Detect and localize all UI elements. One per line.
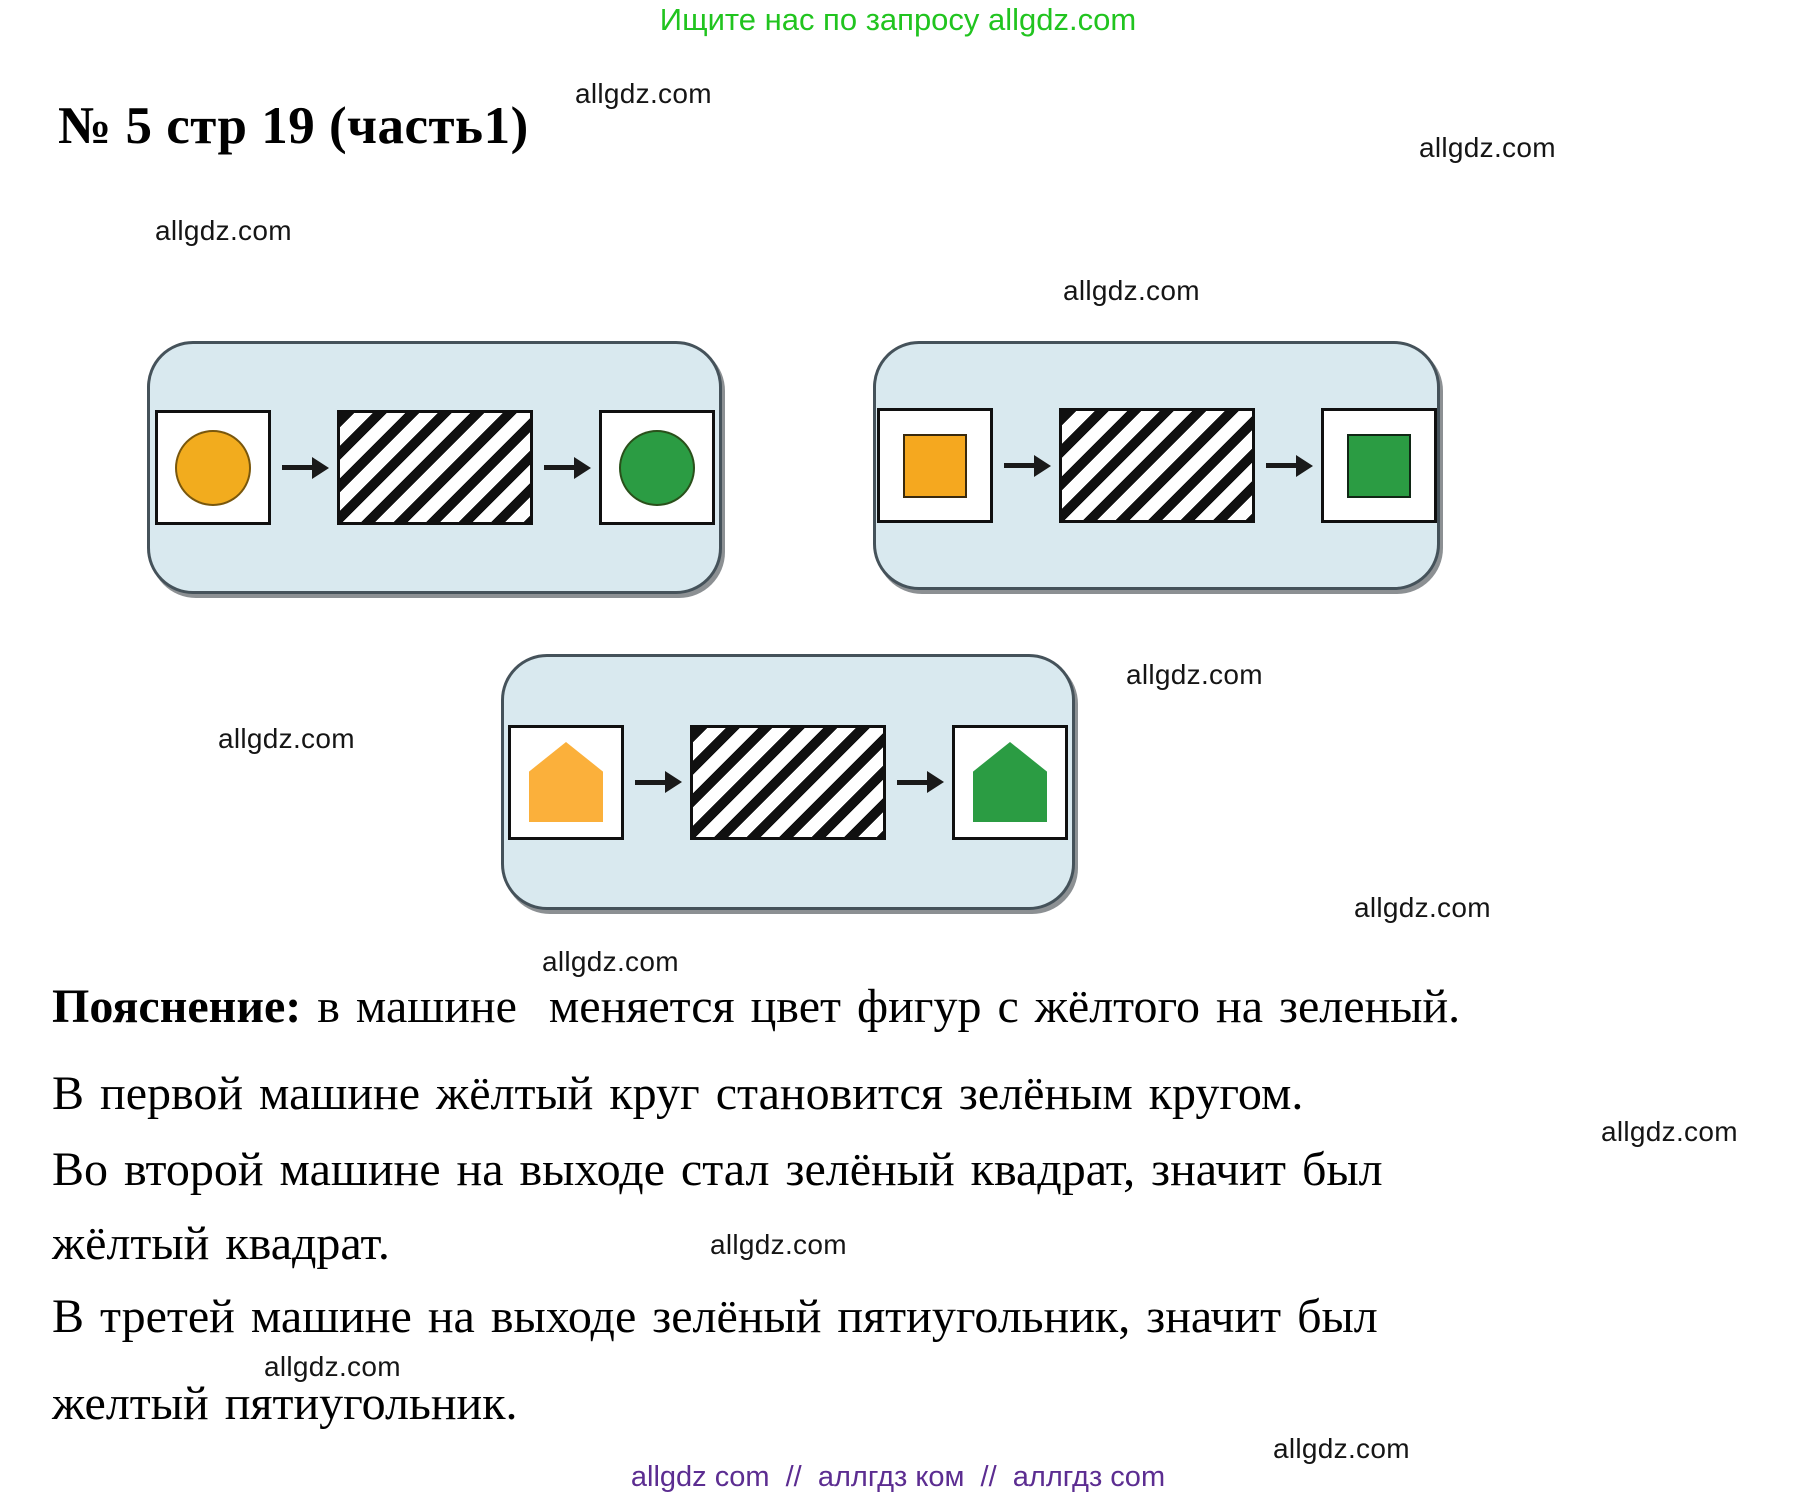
hatched-machine-box (336, 410, 533, 525)
machine-1 (147, 341, 722, 594)
explanation-line: В первой машине жёлтый круг становится з… (52, 1067, 1304, 1120)
footer-queries: allgdz com // аллгдз ком // аллгдз com (630, 1461, 1166, 1493)
explanation-line: Во второй машине на выходе стал зелёный … (52, 1143, 1383, 1196)
explanation-line: Пояснение: в машине меняется цвет фигур … (52, 979, 1460, 1034)
explanation-line: В третей машине на выходе зелёный пятиуг… (52, 1290, 1378, 1343)
explanation-line: желтый пятиугольник. (52, 1377, 518, 1430)
explanation-line: жёлтый квадрат. (52, 1217, 390, 1270)
watermark: allgdz.com (1419, 132, 1556, 163)
promo-text: Ищите нас по запросу allgdz.com (659, 2, 1137, 37)
arrow-right-icon (1003, 463, 1034, 468)
watermark: allgdz.com (264, 1351, 401, 1382)
machine-3 (501, 654, 1075, 910)
arrow-right-icon (897, 779, 927, 785)
arrow-right-icon (281, 465, 312, 470)
input-shape-circle (174, 429, 251, 506)
input-shape-pentagon (529, 742, 603, 822)
watermark: allgdz.com (1273, 1433, 1410, 1464)
watermark: allgdz.com (1063, 275, 1200, 306)
arrow-right-icon (543, 465, 574, 470)
output-shape-circle (618, 429, 695, 506)
watermark: allgdz.com (1126, 659, 1263, 690)
page-title: № 5 стр 19 (часть1) (58, 97, 529, 155)
machine-2 (873, 341, 1440, 590)
explanation-text: в машине меняется цвет фигур с жёлтого н… (301, 980, 1461, 1033)
hatched-machine-box (1058, 408, 1255, 523)
input-box (876, 408, 993, 523)
explanation-lead: Пояснение: (52, 980, 302, 1033)
watermark: allgdz.com (575, 78, 712, 109)
input-box (508, 724, 624, 840)
input-box (154, 410, 271, 525)
watermark: allgdz.com (1601, 1116, 1738, 1147)
watermark: allgdz.com (1354, 892, 1491, 923)
arrow-right-icon (1265, 463, 1296, 468)
watermark: allgdz.com (710, 1229, 847, 1260)
watermark: allgdz.com (542, 946, 679, 977)
hatched-machine-box (690, 724, 886, 840)
output-shape-pentagon (973, 742, 1047, 822)
output-shape-square (1346, 433, 1411, 498)
output-box (598, 410, 715, 525)
watermark: allgdz.com (218, 723, 355, 754)
output-box (1320, 408, 1437, 523)
input-shape-square (902, 433, 967, 498)
output-box (952, 724, 1068, 840)
arrow-right-icon (635, 779, 665, 785)
watermark: allgdz.com (155, 215, 292, 246)
